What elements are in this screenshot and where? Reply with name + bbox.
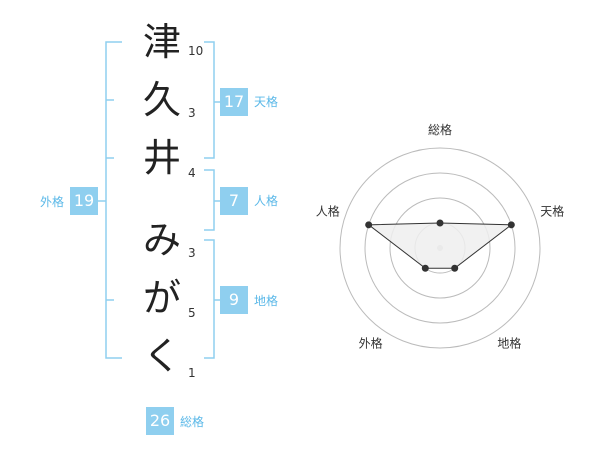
radar-point-2	[507, 221, 515, 229]
name-char-4: み	[142, 218, 181, 262]
tenkaku-label: 天格	[254, 95, 279, 109]
stroke-count-3: 4	[188, 166, 196, 180]
radar-point-3	[451, 264, 459, 272]
name-char-5: が	[142, 276, 181, 320]
radar-grid-ring-4	[339, 147, 541, 349]
radar-grid-ring-3	[364, 172, 516, 324]
tenkaku-value-badge: 17	[220, 88, 248, 116]
jinkaku-label: 人格	[254, 194, 279, 208]
radar-point-1	[436, 219, 444, 227]
radar-grid-ring-2	[389, 197, 491, 299]
radar-series	[365, 219, 515, 272]
radar-point-4	[421, 264, 429, 272]
tenkaku-bracket	[204, 41, 220, 159]
name-char-6: く	[142, 334, 181, 378]
gaikaku-label: 外格	[40, 195, 65, 209]
radar-grid	[339, 147, 541, 349]
stroke-count-5: 5	[188, 306, 196, 320]
radar-polygon	[367, 222, 513, 269]
name-char-1: 津	[142, 20, 181, 64]
name-char-2: 久	[142, 78, 181, 122]
soukaku-value-badge: 26	[146, 407, 174, 435]
name-char-3: 井	[142, 136, 181, 180]
soukaku-label: 総格	[180, 415, 205, 429]
radar-axis-label-1: 総格	[428, 122, 452, 137]
stroke-count-1: 10	[188, 44, 204, 58]
jinkaku-value-badge: 7	[220, 187, 248, 215]
radar-axis-label-5: 人格	[316, 204, 340, 219]
jinkaku-bracket	[204, 169, 220, 231]
stroke-count-4: 3	[188, 246, 196, 260]
radar-axis-label-2: 天格	[540, 204, 564, 219]
chikaku-bracket	[204, 239, 220, 359]
radar-point-5	[365, 221, 373, 229]
gaikaku-value-badge: 19	[70, 187, 98, 215]
radar-axis-label-3: 地格	[497, 335, 521, 350]
chikaku-label: 地格	[254, 294, 279, 308]
radar-axis-label-4: 外格	[359, 335, 383, 350]
stroke-count-6: 1	[188, 366, 196, 380]
stroke-count-2: 3	[188, 106, 196, 120]
chikaku-value-badge: 9	[220, 286, 248, 314]
